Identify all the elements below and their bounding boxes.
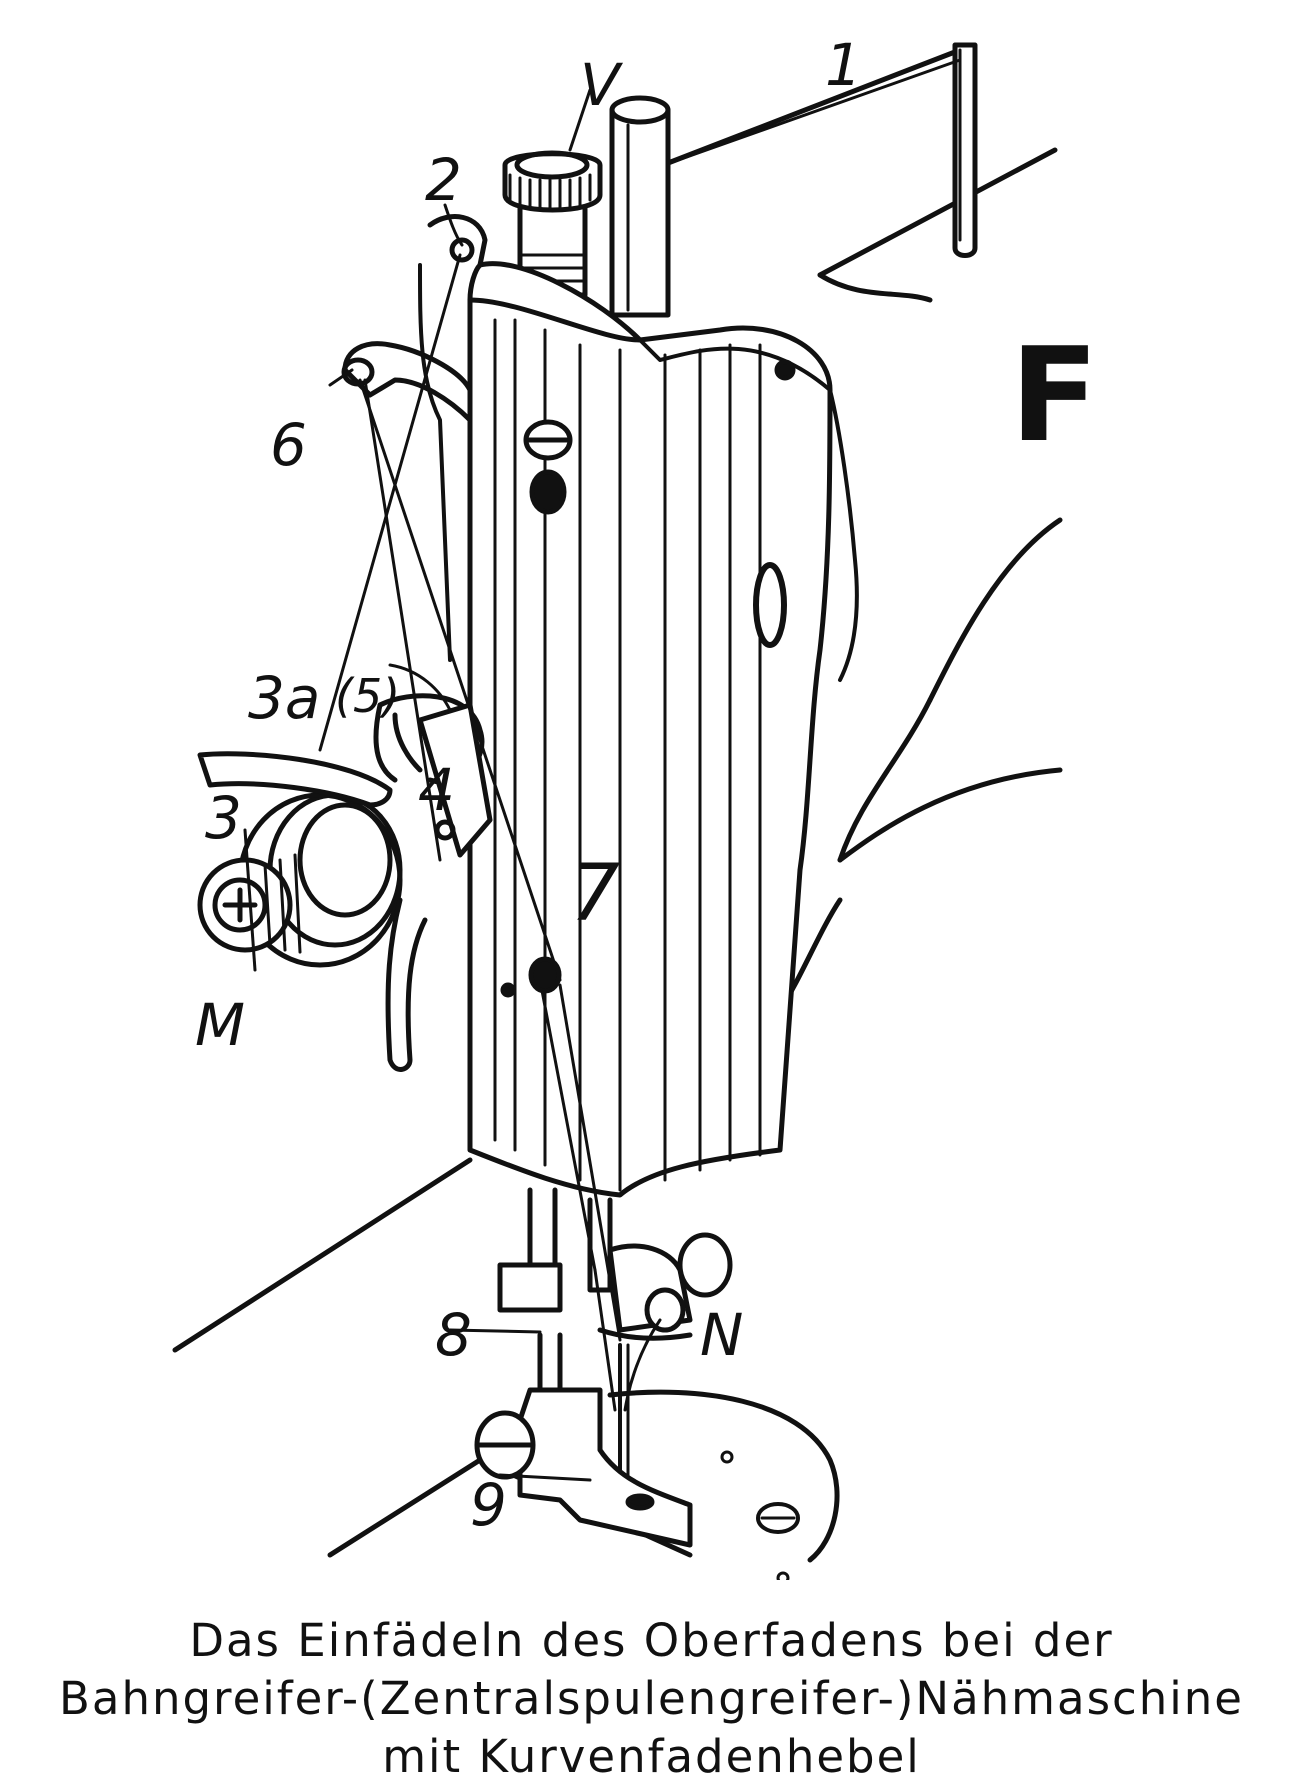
label-3a: 3a [248, 664, 320, 732]
presser-bar-top [609, 95, 671, 318]
figure-caption: Das Einfädeln des Oberfadens bei der Bah… [0, 1612, 1303, 1786]
label-3: 3 [205, 784, 242, 852]
label-1: 1 [825, 31, 862, 99]
caption-line-2: Bahngreifer-(Zentralspulengreifer-)Nähma… [59, 1672, 1244, 1725]
thread-guide-1 [648, 42, 978, 258]
tension-assembly [197, 693, 493, 1072]
head-casing [467, 261, 859, 1198]
label-v: V [580, 51, 624, 119]
sewing-machine-threading-diagram: 1 V 2 F 6 3a (5) 3 4 7 M 8 N 9 [172, 31, 1099, 1580]
needle-bar-assembly [497, 1187, 733, 1482]
label-leaders [243, 88, 662, 1482]
label-8: 8 [435, 1301, 472, 1369]
label-5: (5) [335, 669, 400, 723]
label-n: N [700, 1301, 743, 1369]
thread-guide-7 [528, 956, 562, 994]
label-9: 9 [470, 1471, 507, 1539]
label-6: 6 [270, 411, 307, 479]
take-up-lever [341, 214, 488, 662]
label-f: F [1010, 319, 1099, 471]
needle-plate [607, 1389, 840, 1580]
label-m: M [195, 991, 245, 1059]
pressure-screw-v [502, 150, 603, 298]
label-4: 4 [418, 756, 455, 824]
label-2: 2 [425, 146, 462, 214]
thread-path [318, 253, 622, 1412]
caption-line-1: Das Einfädeln des Oberfadens bei der [189, 1614, 1114, 1667]
label-7: 7 [570, 849, 620, 939]
presser-foot [474, 1332, 693, 1548]
caption-line-3: mit Kurvenfadenhebel [382, 1730, 921, 1783]
